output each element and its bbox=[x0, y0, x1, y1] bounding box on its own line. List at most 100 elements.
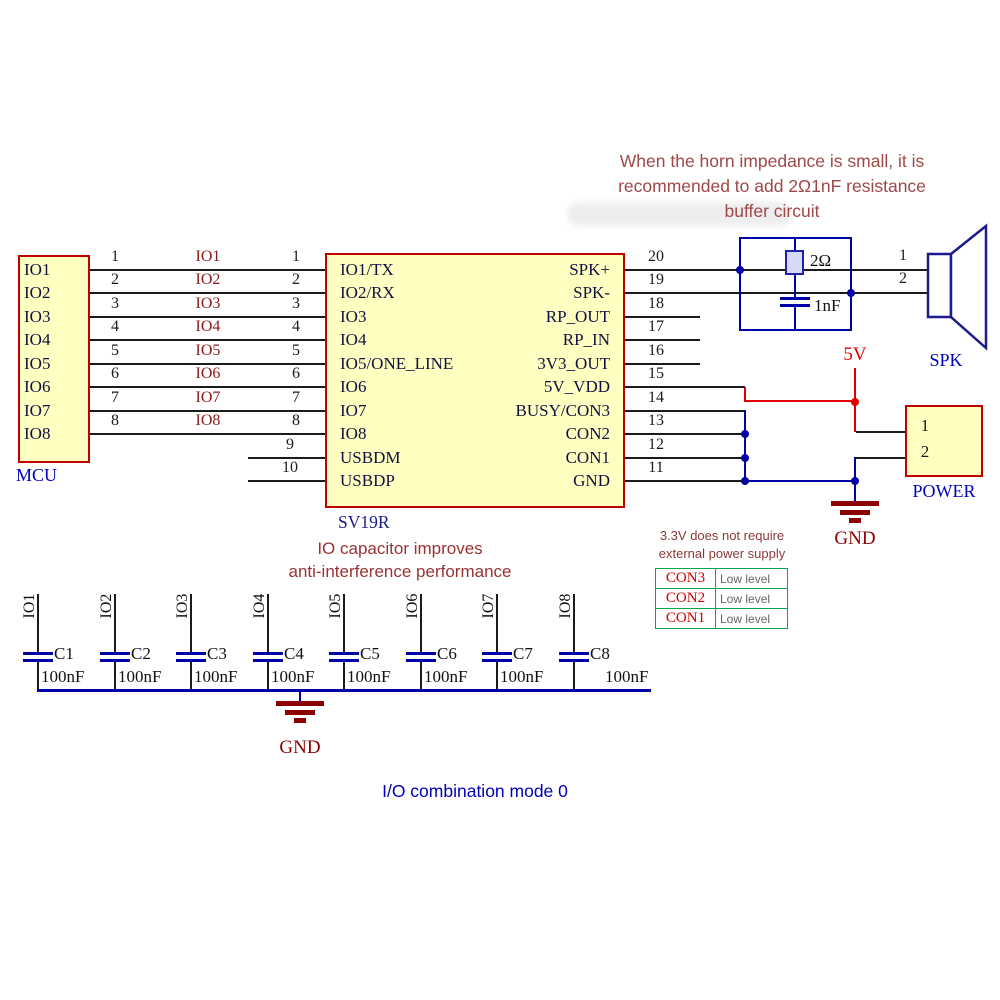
usbdp-wire bbox=[248, 480, 325, 482]
junction-dot bbox=[741, 430, 749, 438]
cap-value-label: 100nF bbox=[605, 667, 649, 686]
speaker-label: SPK bbox=[929, 350, 963, 370]
cap-wire bbox=[343, 594, 345, 652]
ic-pin-number-right: 17 bbox=[648, 318, 664, 335]
bus-wire bbox=[90, 292, 325, 294]
net-label: IO7 bbox=[195, 389, 221, 406]
junction-dot bbox=[851, 398, 859, 406]
ic-pin-number-right: 14 bbox=[648, 389, 664, 406]
table-cell-con2: CON2 bbox=[655, 588, 716, 609]
ic-pin-number-right: 13 bbox=[648, 412, 664, 429]
mcu-pin-label: IO1 bbox=[24, 260, 51, 279]
title-line-3: buffer circuit bbox=[724, 201, 820, 221]
cap-wire bbox=[420, 594, 422, 652]
capacitor-plate bbox=[23, 652, 53, 655]
snubber-wire bbox=[794, 307, 796, 330]
capacitor-value-label: 1nF bbox=[814, 296, 841, 315]
gnd-label: GND bbox=[834, 528, 876, 549]
table-cell-level: Low level bbox=[715, 568, 788, 589]
junction-dot bbox=[736, 266, 744, 274]
cap-value-label: 100nF bbox=[424, 667, 468, 686]
title-line-1: When the horn impedance is small, it is bbox=[619, 151, 925, 171]
ic-pin-number-right: 20 bbox=[648, 248, 664, 265]
ic-pin-number-left: 8 bbox=[292, 412, 300, 429]
capacitor-plate bbox=[329, 659, 359, 662]
con-gnd-wire bbox=[744, 410, 746, 482]
cap-wire bbox=[114, 662, 116, 690]
net-label: IO4 bbox=[195, 318, 221, 335]
table-cell-con3: CON3 bbox=[655, 568, 716, 589]
speaker-pin-number: 1 bbox=[899, 247, 907, 264]
speaker-pin-number: 2 bbox=[899, 270, 907, 287]
mcu-pin-number: 8 bbox=[111, 412, 119, 429]
gnd-wire bbox=[625, 480, 745, 482]
capacitor-plate bbox=[559, 659, 589, 662]
bus-wire bbox=[90, 339, 325, 341]
5v-label: 5V bbox=[843, 344, 867, 365]
ic-pin-number-right: 11 bbox=[648, 459, 664, 476]
cap-name-label: C2 bbox=[131, 644, 151, 663]
cap-wire bbox=[496, 662, 498, 690]
cap-value-label: 100nF bbox=[194, 667, 238, 686]
cap-io-label: IO5 bbox=[327, 593, 344, 619]
gnd-symbol bbox=[294, 718, 306, 723]
power-pin2-wire bbox=[856, 457, 905, 459]
table-cell-con1: CON1 bbox=[655, 608, 716, 629]
junction-dot bbox=[847, 289, 855, 297]
cap-name-label: C1 bbox=[54, 644, 74, 663]
net-label: IO6 bbox=[195, 365, 221, 382]
cap-io-label: IO8 bbox=[557, 593, 574, 619]
cap-wire bbox=[37, 594, 39, 652]
cap-wire bbox=[343, 662, 345, 690]
5v-wire bbox=[744, 400, 856, 402]
table-cell-level: Low level bbox=[715, 588, 788, 609]
3v3-out-wire bbox=[625, 363, 700, 365]
cap-wire bbox=[573, 594, 575, 652]
cap-io-label: IO2 bbox=[98, 593, 115, 619]
power-pin-number: 2 bbox=[920, 442, 930, 461]
con2-wire bbox=[625, 433, 745, 435]
mcu-pin-label: IO6 bbox=[24, 377, 51, 396]
mcu-pin-number: 2 bbox=[111, 271, 119, 288]
ic-pin-number-right: 16 bbox=[648, 342, 664, 359]
ic-block bbox=[325, 253, 625, 508]
cap-wire bbox=[573, 662, 575, 690]
ic-pin-label-right: SPK- bbox=[573, 283, 610, 302]
ic-pin-number-left: 2 bbox=[292, 271, 300, 288]
power-pin1-wire bbox=[856, 431, 905, 433]
mcu-pin-label: IO8 bbox=[24, 424, 51, 443]
ic-pin-label-left: IO8 bbox=[340, 424, 367, 443]
capacitor-plate bbox=[329, 652, 359, 655]
power-connector bbox=[905, 405, 983, 477]
mcu-pin-number: 1 bbox=[111, 248, 119, 265]
ic-pin-number-left: 10 bbox=[282, 459, 298, 476]
cap-name-label: C7 bbox=[513, 644, 533, 663]
rp-in-wire bbox=[625, 339, 700, 341]
ic-pin-label-left: IO2/RX bbox=[340, 283, 395, 302]
ic-pin-number-right: 19 bbox=[648, 271, 664, 288]
snubber-wire bbox=[794, 275, 796, 297]
junction-dot bbox=[741, 477, 749, 485]
cap-value-label: 100nF bbox=[118, 667, 162, 686]
busy-con3-wire bbox=[625, 410, 745, 412]
ic-pin-number-left: 4 bbox=[292, 318, 300, 335]
ic-pin-label-left: IO4 bbox=[340, 330, 367, 349]
con1-wire bbox=[625, 457, 745, 459]
capacitor-plate bbox=[23, 659, 53, 662]
capacitor-plate bbox=[406, 659, 436, 662]
cap-wire bbox=[496, 594, 498, 652]
capacitor-plate bbox=[780, 304, 810, 307]
ic-pin-label-left: IO7 bbox=[340, 401, 367, 420]
cap-bank-rail bbox=[37, 689, 651, 692]
mcu-pin-label: IO4 bbox=[24, 330, 51, 349]
ic-pin-number-left: 6 bbox=[292, 365, 300, 382]
con-level-table: CON3 Low level CON2 Low level CON1 Low l… bbox=[655, 568, 788, 629]
ic-pin-label-right: BUSY/CON3 bbox=[515, 401, 610, 420]
mcu-pin-label: IO5 bbox=[24, 354, 51, 373]
cap-value-label: 100nF bbox=[500, 667, 544, 686]
mcu-label: MCU bbox=[16, 465, 58, 485]
title-line-2: recommended to add 2Ω1nF resistance bbox=[618, 176, 926, 196]
cap-wire bbox=[267, 594, 269, 652]
power-label: POWER bbox=[912, 481, 976, 501]
ic-pin-number-right: 15 bbox=[648, 365, 664, 382]
